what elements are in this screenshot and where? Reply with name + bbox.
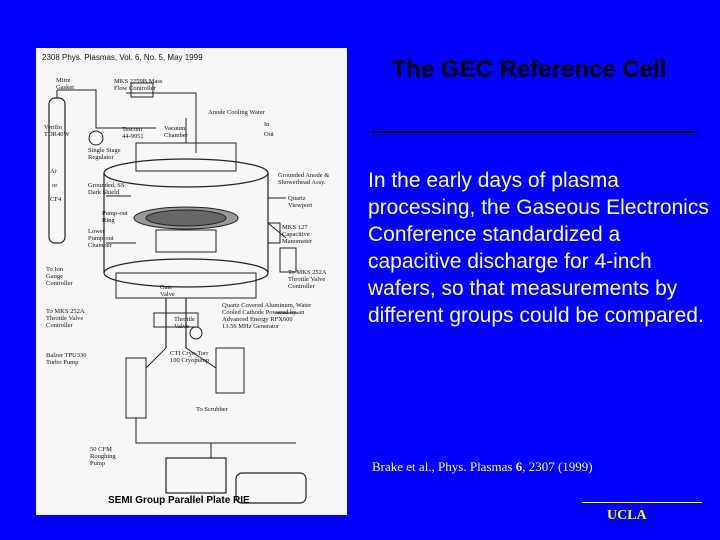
label-to-scrubber: To Scrubber	[196, 406, 228, 413]
label-anode-cooling: Anode Cooling Water	[208, 109, 265, 116]
label-throttle-valve: Throttle Valve	[174, 316, 195, 330]
label-lower-chamber: Lower Pump-out Chamber	[88, 228, 114, 249]
footer-rule	[582, 502, 702, 503]
label-to-mks-252a: To MKS 252A Throttle Valve Controller	[288, 269, 327, 290]
label-vacuum-chamber: Vacuum Chamber	[164, 125, 188, 139]
label-quartz-viewport: Quartz Viewport	[288, 195, 313, 209]
label-regulator: Single Stage Regulator	[88, 147, 121, 161]
label-ar: Ar	[50, 168, 57, 175]
citation-suffix: , 2307 (1999)	[522, 459, 593, 474]
label-out: Out	[264, 131, 274, 138]
label-grounded-anode: Grounded Anode & Showerhead Assy.	[278, 172, 330, 186]
title-underline	[372, 131, 695, 133]
label-grounded-dark-shield: Grounded, SS Dark Shield	[88, 182, 125, 196]
label-to-mks-throttle: To MKS 252A Throttle Valve Controller	[46, 308, 85, 329]
figure-caption: SEMI Group Parallel Plate RIE	[108, 495, 250, 506]
label-roughing-pump: 50 CFM Roughing Pump	[90, 446, 116, 467]
label-in: In	[264, 121, 270, 128]
label-verifio: Verifio TDR40W	[44, 124, 70, 138]
ucla-footer: UCLA	[607, 508, 647, 523]
label-gate-valve: Gate Valve	[160, 284, 175, 298]
label-tescom: Tescom 44-9951	[122, 126, 144, 140]
label-or: or	[52, 182, 58, 189]
slide-body: In the early days of plasma processing, …	[368, 169, 709, 327]
label-to-ion-gauge: To Ion Gauge Controller	[46, 266, 73, 287]
label-mks-flow-controller: MKS 2259B Mass Flow Controller	[114, 78, 163, 92]
label-quartz-cathode: Quartz Covered Aluminum, Water Cooled Ca…	[222, 302, 312, 330]
citation-volume: 6	[515, 459, 523, 474]
gec-cell-schematic: 2308 Phys. Plasmas, Vol. 6, No. 5, May 1…	[36, 48, 347, 515]
label-balzer-turbo: Balzer TPU330 Turbo Pump	[46, 352, 87, 366]
label-cti-cryopump: CTI Cryo-Torr 100 Cryopump	[170, 350, 210, 364]
citation-prefix: Brake et al., Phys. Plasmas	[372, 459, 516, 474]
label-cf4: CF4	[50, 196, 62, 203]
label-pump-out-ring: Pump-out Ring	[102, 210, 128, 224]
citation: Brake et al., Phys. Plasmas 6, 2307 (199…	[372, 459, 593, 475]
figure-header: 2308 Phys. Plasmas, Vol. 6, No. 5, May 1…	[42, 53, 203, 62]
slide-title: The GEC Reference Cell	[391, 56, 667, 83]
label-mitre-gasket: Mitre Gasket	[56, 77, 75, 91]
label-mks-manometer: MKS 127 Capacitive Manometer	[282, 224, 312, 245]
schematic-drawing	[48, 82, 307, 504]
